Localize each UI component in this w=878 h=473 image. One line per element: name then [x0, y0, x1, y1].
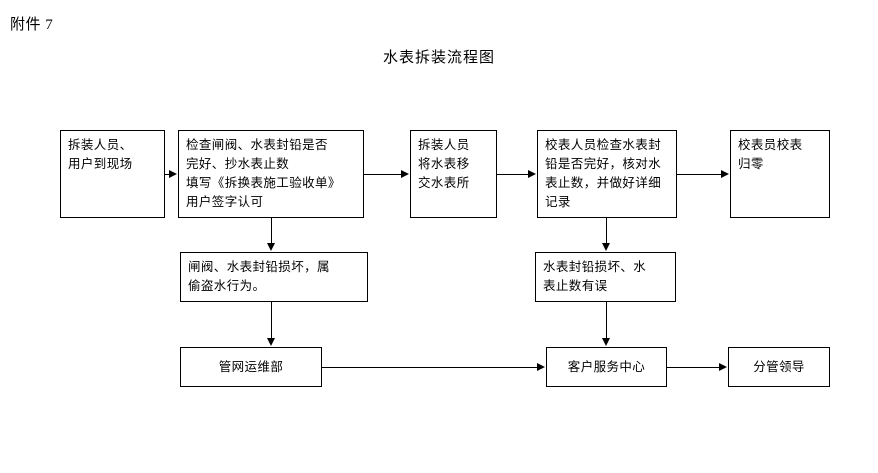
arrow-n2-n6	[266, 243, 275, 251]
connector-n9-n10	[667, 367, 720, 368]
node-supervising-leader: 分管领导	[728, 347, 830, 387]
arrow-n7-n9	[601, 338, 610, 346]
node-calibrator-check: 校表人员检查水表封 铅是否完好，核对水 表止数，并做好详细 记录	[537, 130, 677, 218]
node-label: 检查闸阀、水表封铅是否 完好、抄水表止数 填写《拆换表施工验收单》 用户签字认可	[186, 138, 341, 209]
arrow-n9-n10	[719, 362, 727, 371]
connector-n8-n9	[322, 367, 538, 368]
node-calibrator-reset: 校表员校表 归零	[730, 130, 830, 218]
node-label: 拆装人员 将水表移 交水表所	[418, 138, 470, 190]
node-label: 闸阀、水表封铅损坏，属 偷盗水行为。	[188, 260, 330, 293]
node-label: 拆装人员、 用户到现场	[68, 138, 133, 171]
connector-n4-n5	[677, 174, 722, 175]
node-pipe-network-dept: 管网运维部	[180, 347, 322, 387]
node-label: 分管领导	[753, 359, 805, 374]
arrow-n3-n4	[528, 169, 536, 178]
connector-n6-n8	[271, 302, 272, 339]
connector-n7-n9	[606, 302, 607, 339]
connector-n3-n4	[497, 174, 529, 175]
arrow-n4-n5	[721, 169, 729, 178]
node-transfer-meter: 拆装人员 将水表移 交水表所	[410, 130, 497, 218]
node-seal-damaged-theft: 闸阀、水表封铅损坏，属 偷盗水行为。	[180, 252, 368, 302]
page-title: 水表拆装流程图	[382, 50, 495, 66]
connector-n2-n3	[364, 174, 402, 175]
node-label: 校表员校表 归零	[738, 138, 803, 171]
node-label: 管网运维部	[218, 359, 284, 374]
node-inspect-valve-seal: 检查闸阀、水表封铅是否 完好、抄水表止数 填写《拆换表施工验收单》 用户签字认可	[178, 130, 364, 218]
connector-n1-n2	[165, 174, 170, 175]
node-dismantle-staff-arrive: 拆装人员、 用户到现场	[60, 130, 165, 218]
node-label: 客户服务中心	[567, 359, 646, 374]
node-seal-damaged-reading-error: 水表封铅损坏、水 表止数有误	[535, 252, 676, 302]
node-customer-service-center: 客户服务中心	[546, 347, 667, 387]
node-label: 校表人员检查水表封 铅是否完好，核对水 表止数，并做好详细 记录	[545, 138, 662, 209]
arrow-n2-n3	[401, 169, 409, 178]
arrow-n6-n8	[266, 338, 275, 346]
arrow-n1-n2	[169, 169, 177, 178]
connector-n2-n6	[271, 218, 272, 244]
arrow-n4-n7	[601, 243, 610, 251]
connector-n4-n7	[606, 218, 607, 244]
arrow-n8-n9	[537, 362, 545, 371]
attachment-label: 附件 7	[10, 17, 54, 33]
node-label: 水表封铅损坏、水 表止数有误	[543, 260, 647, 293]
